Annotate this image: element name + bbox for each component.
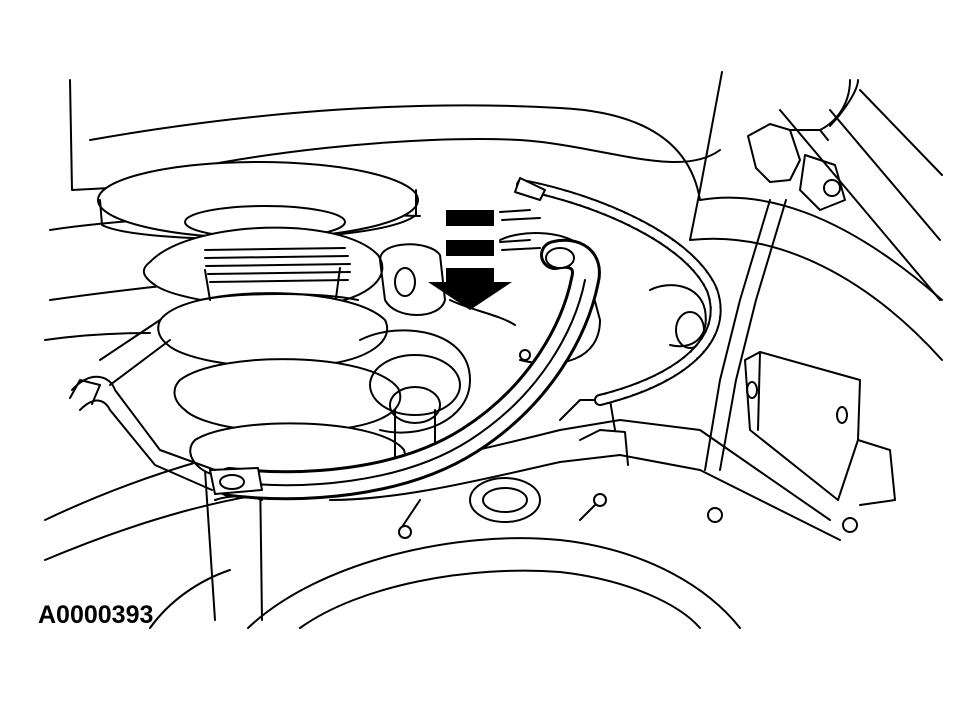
dust-boot — [204, 247, 351, 283]
brake-line — [704, 79, 859, 471]
motion-dashes-icon — [446, 210, 494, 226]
direction-arrow — [428, 210, 512, 310]
mounting-bracket — [744, 351, 896, 506]
coil-spring — [142, 226, 406, 489]
stabilizer-link-hose — [209, 238, 601, 501]
down-arrow-icon — [428, 268, 512, 310]
figure-caption: A0000393 — [38, 601, 154, 629]
motion-lines — [499, 209, 541, 251]
knuckle — [359, 232, 707, 471]
stabilizer-bar — [69, 319, 216, 491]
abs-sensor-harness — [514, 177, 722, 406]
tire — [149, 537, 741, 629]
